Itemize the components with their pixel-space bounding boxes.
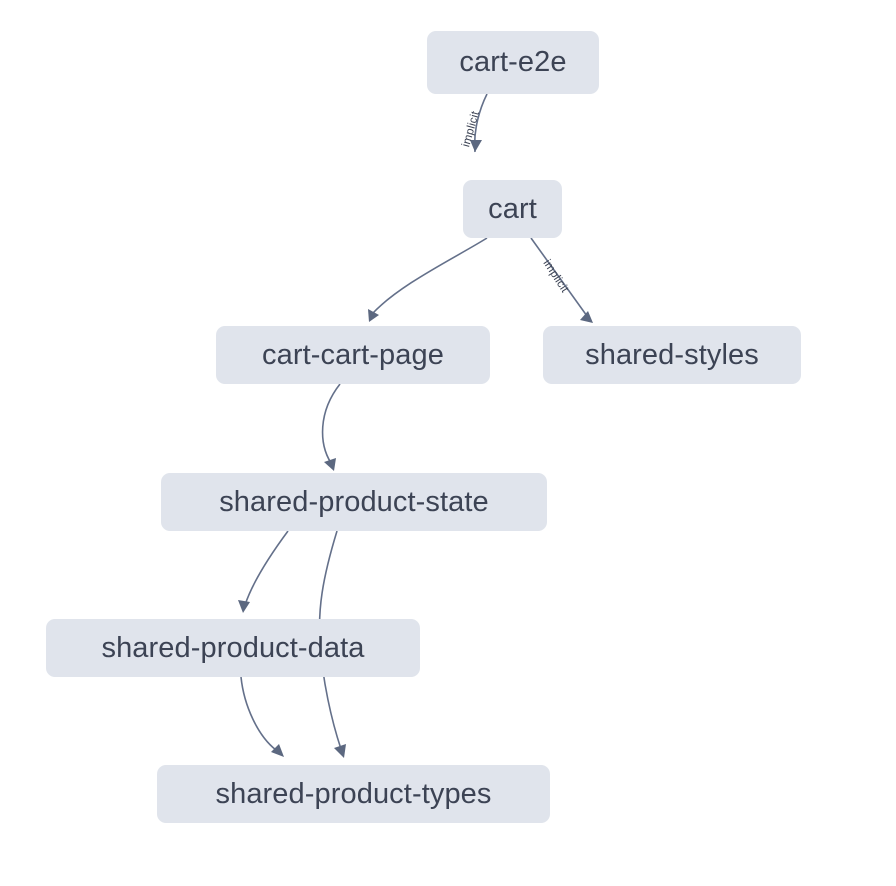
edge-cart-e2e-to-cart: implicit [460,93,488,153]
node-shared-product-state[interactable]: shared-product-state [161,473,547,531]
node-label: cart-cart-page [262,338,444,371]
node-label: shared-styles [585,338,759,371]
node-cart[interactable]: cart [463,180,562,238]
edge-path [530,237,588,317]
edge-arrowhead [334,744,346,758]
node-shared-styles[interactable]: shared-styles [543,326,801,384]
edge-cart-to-shared-styles: implicit [530,237,593,323]
edge-shared-product-data-to-shared-product-types [240,676,284,757]
edge-arrowhead [324,458,336,471]
edge-path [371,237,488,315]
node-label: cart-e2e [459,46,567,78]
node-shared-product-types[interactable]: shared-product-types [157,765,550,823]
edge-path [244,530,289,606]
edge-path [321,383,341,464]
edge-label-implicit-2: implicit [540,258,570,296]
node-cart-e2e[interactable]: cart-e2e [427,31,599,94]
node-cart-cart-page[interactable]: cart-cart-page [216,326,490,384]
edge-arrowhead [580,311,593,323]
edge-cart-cart-page-to-shared-product-state [321,383,341,471]
edge-cart-to-cart-cart-page [368,237,488,322]
edge-shared-product-state-to-shared-product-data [238,530,289,613]
edge-arrowhead [368,309,379,322]
edge-arrowhead [271,744,284,757]
node-label: shared-product-data [101,631,365,664]
node-shared-product-data[interactable]: shared-product-data [46,619,420,677]
node-label: shared-product-state [219,485,489,518]
edge-path [240,676,277,751]
edge-arrowhead [238,600,250,613]
node-label: cart [488,192,537,225]
edge-arrowhead [470,140,482,152]
node-label: shared-product-types [215,777,492,810]
